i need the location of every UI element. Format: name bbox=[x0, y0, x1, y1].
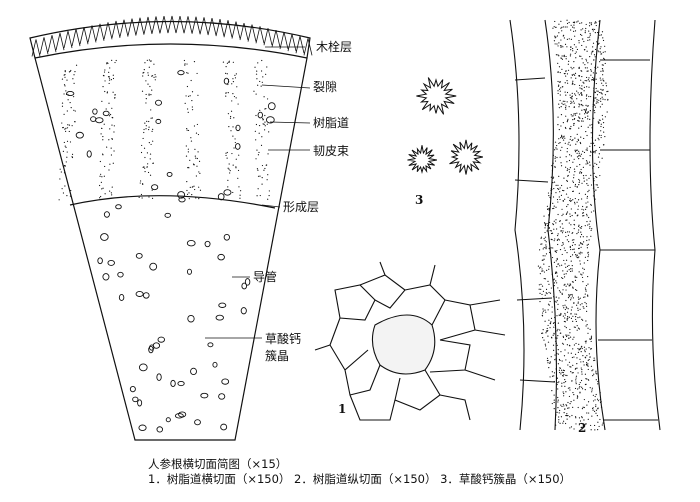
figure-number-3: 3 bbox=[415, 193, 424, 207]
druse-crystal bbox=[449, 139, 484, 175]
label-cork-layer: 木栓层 bbox=[316, 40, 353, 54]
label-calcium-oxalate-line2: 簇晶 bbox=[265, 349, 290, 363]
caption-items: 1．树脂道横切面（×150） 2．树脂道纵切面（×150） 3．草酸钙簇晶（×1… bbox=[148, 472, 572, 486]
stippled-secretion bbox=[537, 19, 609, 431]
cambium-line bbox=[69, 195, 276, 209]
figure-number-2: 2 bbox=[578, 421, 587, 435]
cork-hatching bbox=[31, 15, 313, 57]
label-vessel: 导管 bbox=[253, 270, 278, 284]
caption-title: 人参根横切面简图（×15） bbox=[148, 457, 288, 471]
druse-crystal bbox=[416, 77, 457, 115]
section-outline bbox=[34, 57, 308, 441]
figure-1-resin-canal-cross-section bbox=[314, 261, 506, 421]
label-cleft: 裂隙 bbox=[313, 80, 338, 94]
tissue-stipple bbox=[58, 59, 270, 201]
figure-2-resin-canal-longitudinal-section bbox=[509, 19, 661, 431]
resin-canals bbox=[66, 70, 276, 433]
label-phloem-bundle: 韧皮束 bbox=[313, 144, 350, 158]
label-cambium: 形成层 bbox=[283, 200, 320, 214]
root-cross-section-sketch bbox=[29, 15, 313, 441]
figure-3-calcium-oxalate-druses bbox=[407, 77, 484, 175]
label-calcium-oxalate-line1: 草酸钙 bbox=[265, 332, 302, 346]
label-resin-canal: 树脂道 bbox=[313, 116, 350, 130]
figure-number-1: 1 bbox=[338, 402, 347, 416]
druse-crystal bbox=[407, 145, 437, 174]
cork-layer bbox=[29, 20, 311, 59]
